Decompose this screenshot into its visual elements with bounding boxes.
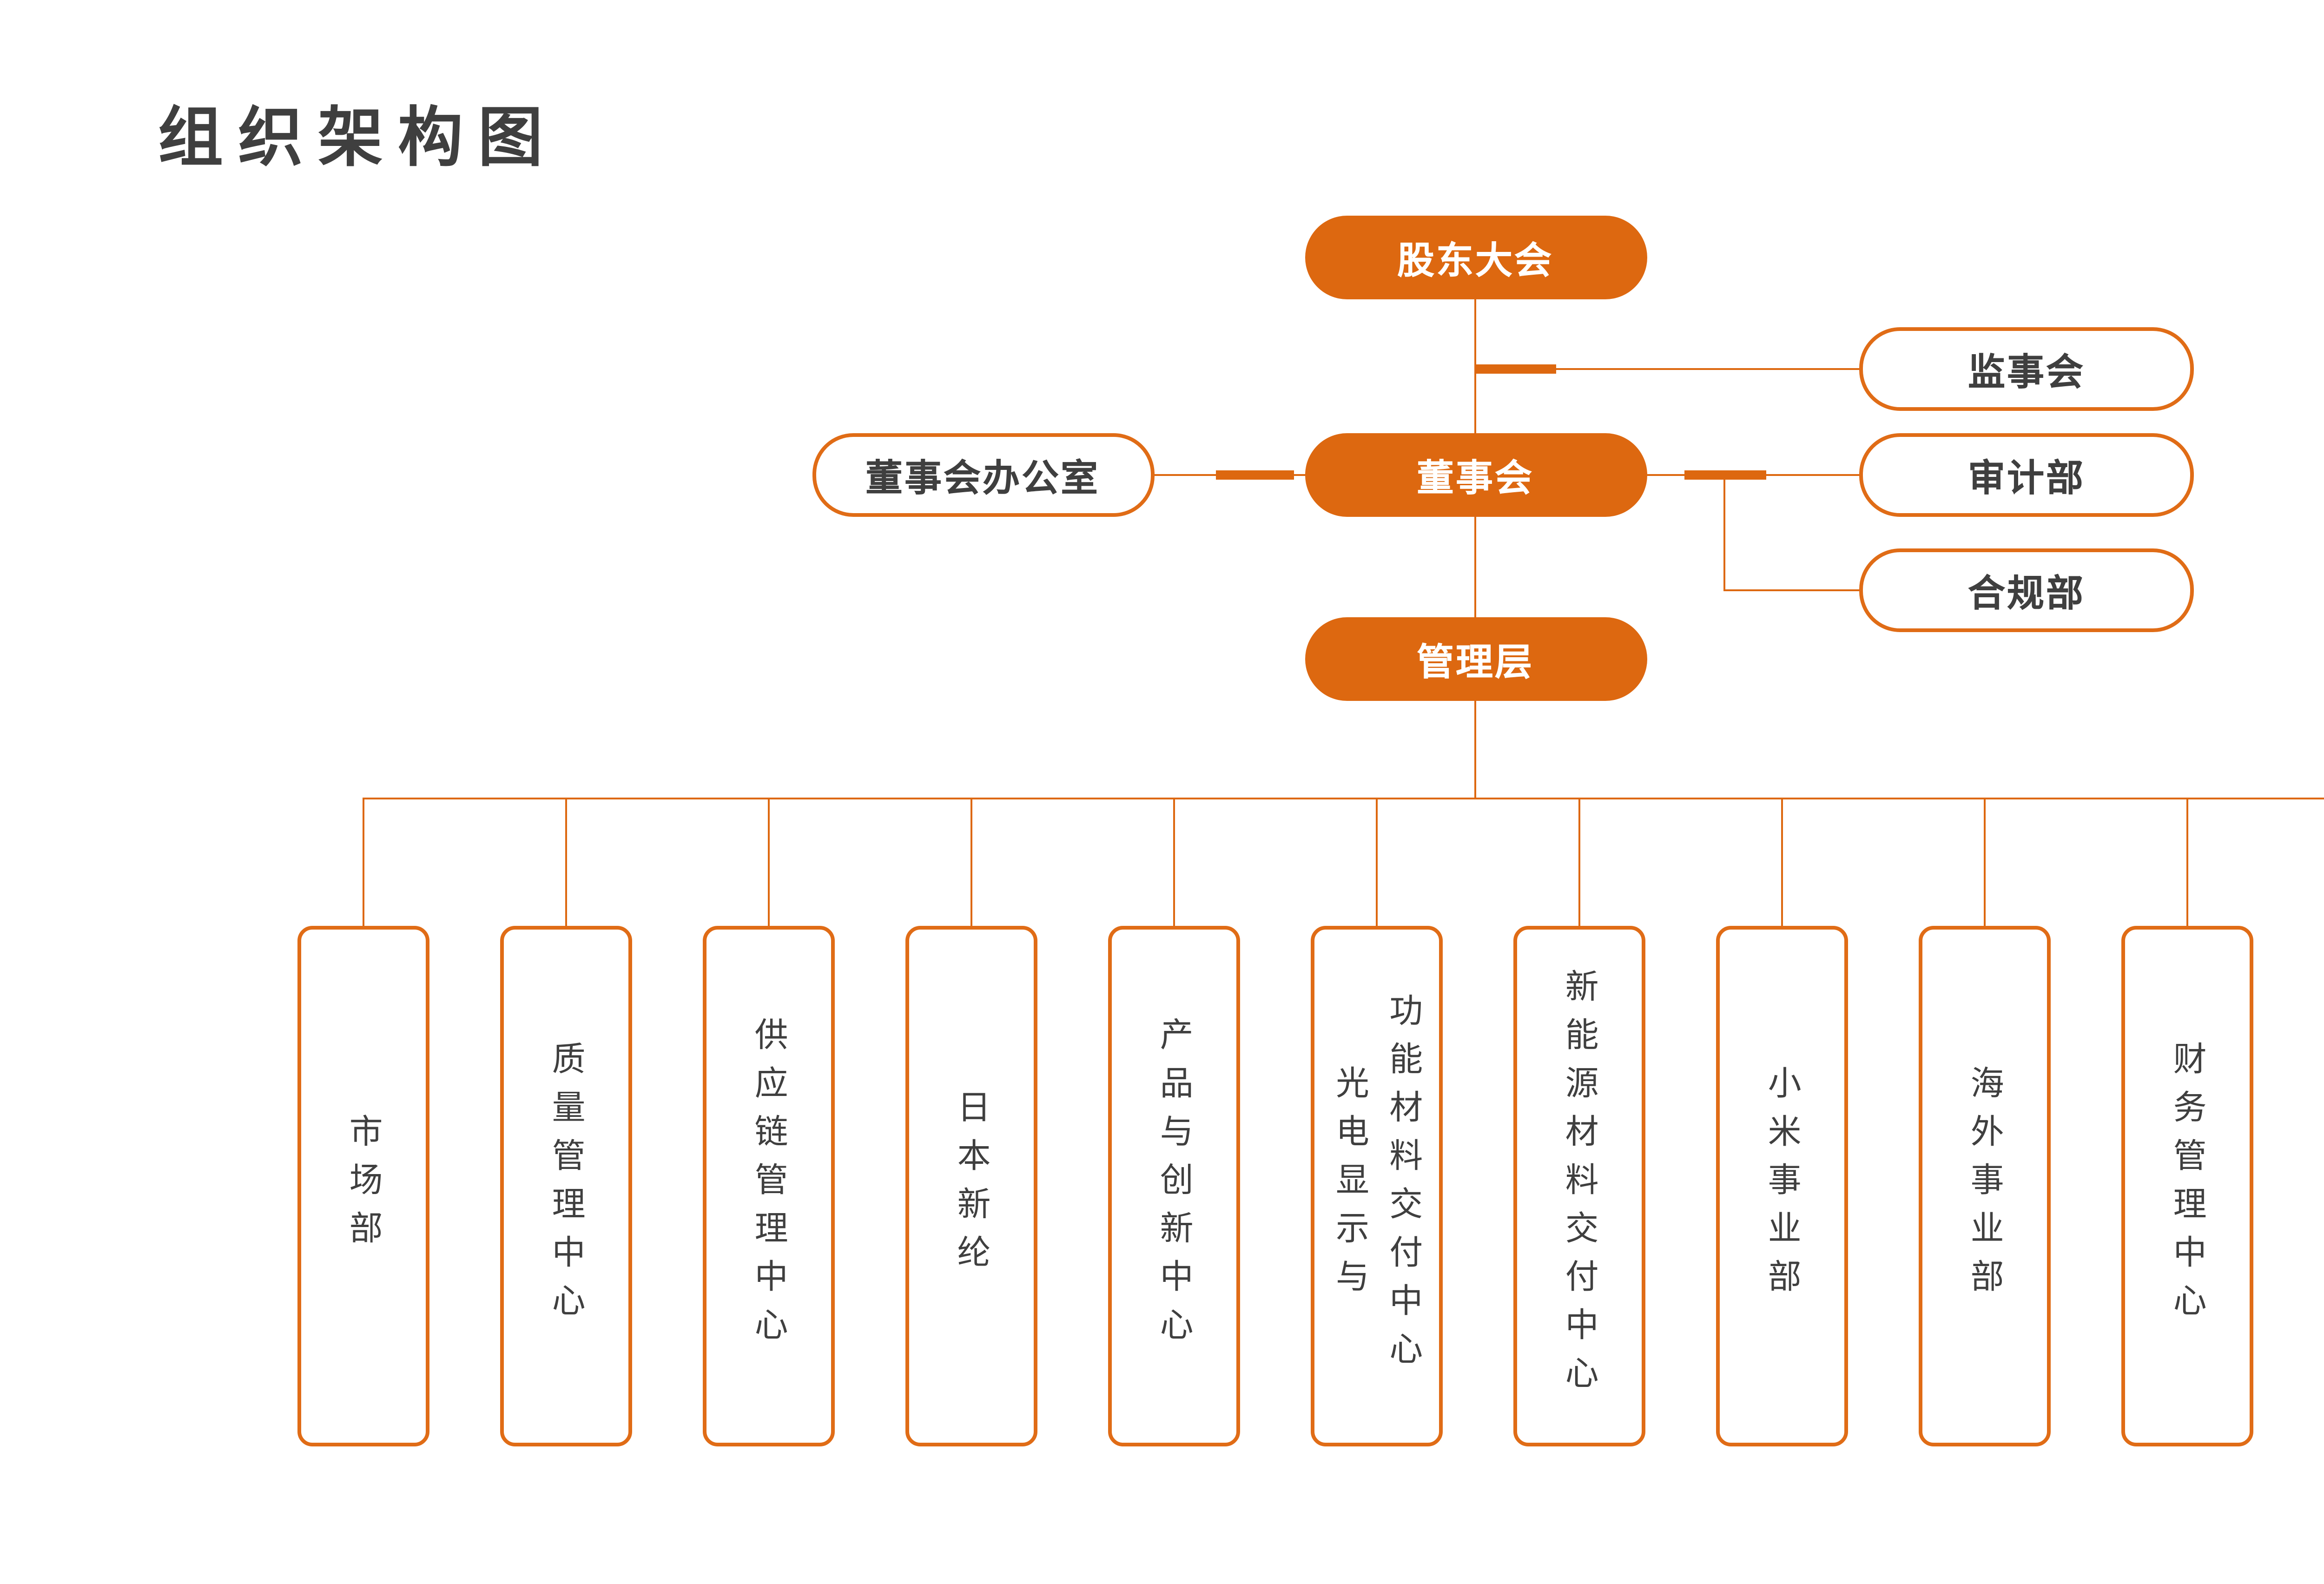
node-audit-department[interactable]: 审计部 — [1859, 433, 2194, 517]
node-label: 小米事业部 — [1764, 1066, 1802, 1307]
node-label: 市场部 — [345, 1114, 383, 1259]
connector-board-office-dash — [1216, 471, 1294, 480]
dept-column-new-energy-materials: 新能源材料交付中心 — [1513, 797, 1646, 1447]
node-label: 监事会 — [1968, 352, 2085, 393]
dept-column-finance-management: 财务管理中心 — [2121, 797, 2254, 1447]
connector-drop — [1375, 797, 1378, 926]
node-board-of-directors[interactable]: 董事会 — [1304, 433, 1646, 517]
node-supervisory-board[interactable]: 监事会 — [1859, 326, 2194, 410]
dept-column-quality-management: 质量管理中心 — [500, 797, 633, 1447]
connector-supervisory-line — [1475, 367, 1859, 370]
node-department[interactable]: 供应链管理中心 — [702, 926, 835, 1447]
node-label: 财务管理中心 — [2169, 1042, 2207, 1332]
dept-column-product-innovation: 产品与创新中心 — [1108, 797, 1241, 1447]
node-label: 海外事业部 — [1967, 1066, 2004, 1307]
connector-supervisory-dash — [1475, 364, 1556, 373]
connector-drop — [2186, 797, 2189, 926]
node-board-office[interactable]: 董事会办公室 — [812, 433, 1154, 517]
connector-drop — [362, 797, 365, 926]
connector-trunk — [1474, 297, 1477, 799]
node-shareholders-meeting[interactable]: 股东大会 — [1304, 215, 1646, 298]
node-department[interactable]: 海外事业部 — [1918, 926, 2051, 1447]
node-department[interactable]: 新能源材料交付中心 — [1513, 926, 1646, 1447]
node-label: 光电显示与 功能材料交付中心 — [1332, 993, 1423, 1380]
node-department[interactable]: 产品与创新中心 — [1108, 926, 1241, 1447]
connector-drop — [565, 797, 568, 926]
node-department[interactable]: 日本新纶 — [905, 926, 1038, 1447]
connector-drop — [1983, 797, 1986, 926]
connector-compliance-branch-vertical — [1723, 475, 1726, 592]
node-label: 供应链管理中心 — [751, 1017, 788, 1356]
node-label: 董事会 — [1417, 459, 1534, 500]
node-compliance-department[interactable]: 合规部 — [1859, 548, 2194, 632]
dept-column-xiaomi-business: 小米事业部 — [1716, 797, 1849, 1447]
node-department[interactable]: 质量管理中心 — [500, 926, 633, 1447]
connector-drop — [1781, 797, 1783, 926]
dept-column-supply-chain: 供应链管理中心 — [702, 797, 835, 1447]
node-management-layer[interactable]: 管理层 — [1304, 617, 1646, 701]
node-department[interactable]: 小米事业部 — [1716, 926, 1849, 1447]
connector-drop — [970, 797, 973, 926]
connector-drop — [1173, 797, 1175, 926]
node-label: 新能源材料交付中心 — [1561, 969, 1599, 1404]
connector-distribution-line — [363, 797, 2324, 800]
node-label: 董事会办公室 — [865, 459, 1100, 500]
node-department[interactable]: 光电显示与 功能材料交付中心 — [1310, 926, 1443, 1447]
dept-column-marketing: 市场部 — [297, 797, 430, 1447]
node-label: 股东大会 — [1397, 241, 1553, 282]
dept-column-optoelectronic-materials: 光电显示与 功能材料交付中心 — [1310, 797, 1443, 1447]
dept-column-overseas-business: 海外事业部 — [1918, 797, 2051, 1447]
connector-compliance-branch-horizontal — [1723, 589, 1859, 592]
node-department[interactable]: 市场部 — [297, 926, 430, 1447]
node-label: 日本新纶 — [953, 1090, 991, 1283]
node-label: 产品与创新中心 — [1156, 1017, 1194, 1356]
node-department[interactable]: 财务管理中心 — [2121, 926, 2254, 1447]
node-label: 管理层 — [1417, 643, 1534, 684]
connector-drop — [767, 797, 770, 926]
node-label: 质量管理中心 — [548, 1042, 586, 1332]
dept-column-japan-xinlun: 日本新纶 — [905, 797, 1038, 1447]
node-label: 审计部 — [1968, 459, 2085, 500]
page-title: 组织架构图 — [158, 102, 558, 175]
node-label: 合规部 — [1968, 574, 2085, 615]
connector-drop — [1578, 797, 1581, 926]
